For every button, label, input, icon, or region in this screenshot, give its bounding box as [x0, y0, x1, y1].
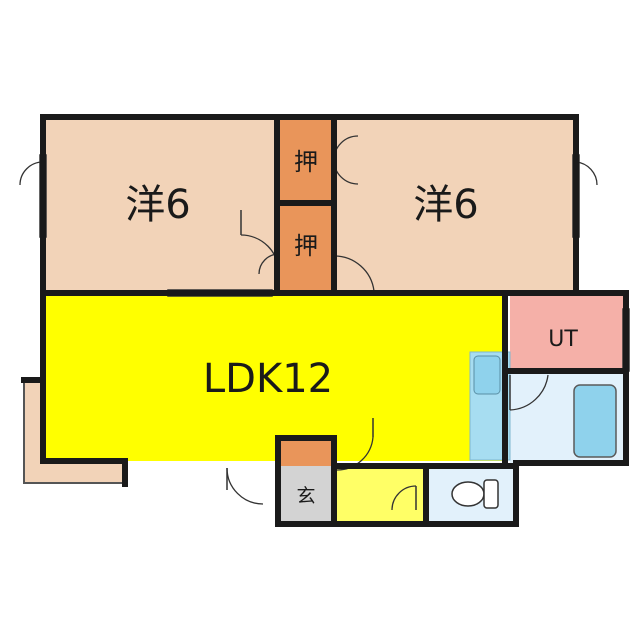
closet-upper-label: 押: [294, 148, 318, 176]
western-room-left-label: 洋6: [125, 182, 190, 228]
entrance-label: 玄: [296, 485, 315, 507]
closet-lower: [279, 204, 334, 293]
utility-label: UT: [548, 327, 578, 352]
utility-room: [510, 293, 626, 371]
western-room-left: [43, 117, 277, 293]
walls: [21, 114, 629, 527]
bathtub: [573, 384, 617, 458]
ldk-room: [43, 293, 505, 461]
entrance-area: [278, 466, 334, 524]
toilet-fixture: [451, 479, 499, 509]
western-room-right: [334, 117, 576, 293]
sink-basin: [473, 355, 501, 395]
western-room-right-label: 洋6: [413, 182, 478, 228]
entrance-upper-box: [278, 438, 334, 466]
hallway: [334, 466, 426, 524]
closet-upper: [279, 117, 334, 202]
ldk-label: LDK12: [203, 356, 333, 402]
closet-lower-label: 押: [294, 232, 318, 260]
